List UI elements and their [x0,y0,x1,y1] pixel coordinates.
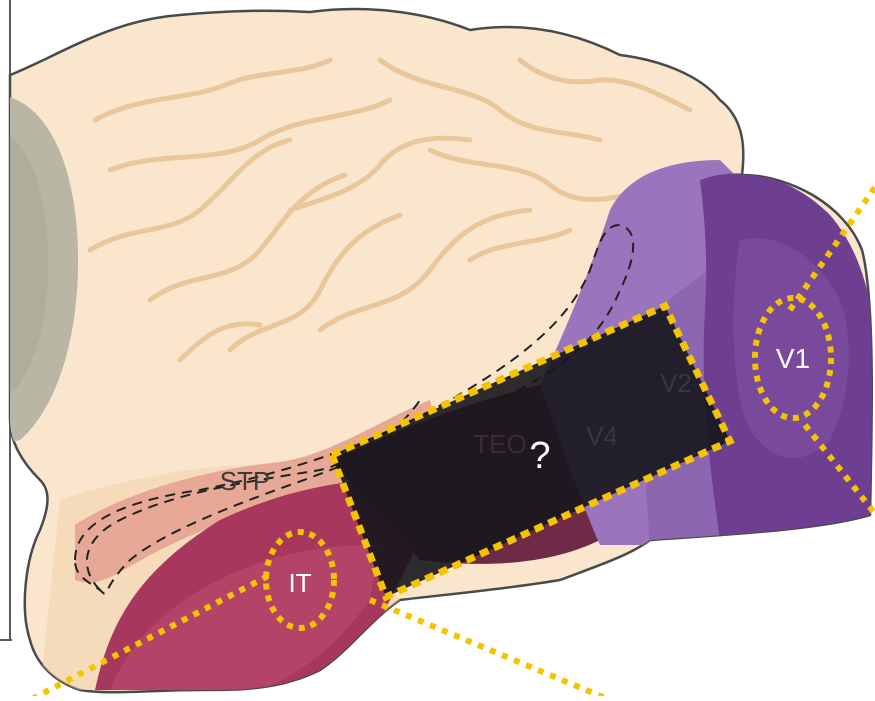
pointer-it-right [370,600,610,696]
label-teo: TEO [473,429,526,459]
label-stp: STP [220,466,271,496]
label-v2: V2 [660,368,692,398]
label-it: IT [288,568,311,598]
label-unknown: ? [529,435,550,477]
label-v4: V4 [586,421,618,451]
label-v1: V1 [776,343,810,374]
